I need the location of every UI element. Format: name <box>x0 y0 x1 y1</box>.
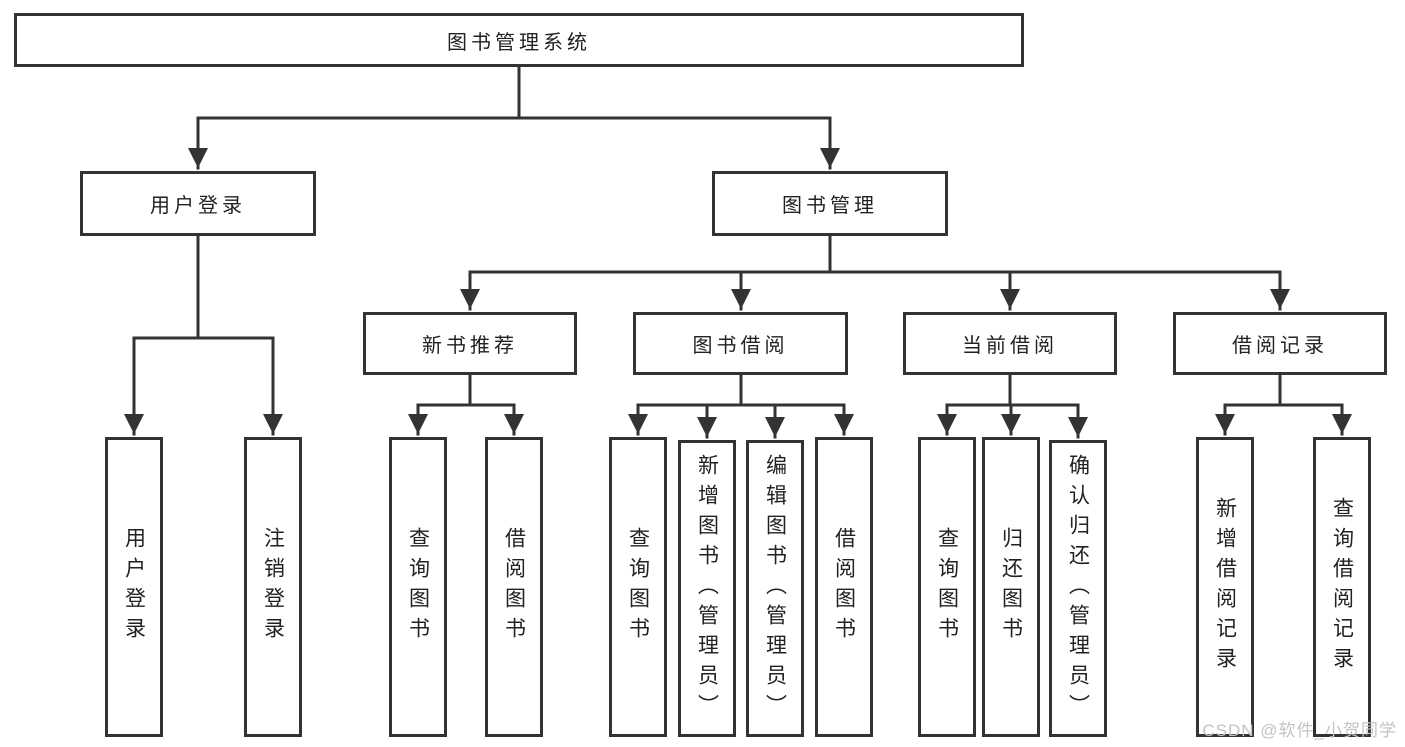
node-borrow-books-recommend: 借阅图书 <box>485 437 543 737</box>
node-logout-action: 注销登录 <box>244 437 302 737</box>
node-add-borrow-record: 新增借阅记录 <box>1196 437 1254 737</box>
node-book-borrowing: 图书借阅 <box>633 312 848 375</box>
connector-current-borrowing <box>937 373 1088 439</box>
connector-book-management <box>460 234 1290 311</box>
csdn-watermark: CSDN @软件_小贺同学 <box>1202 721 1397 740</box>
node-return-books: 归还图书 <box>982 437 1040 737</box>
node-current-borrowing: 当前借阅 <box>903 312 1117 375</box>
node-borrow-books-borrowing: 借阅图书 <box>815 437 873 737</box>
node-query-books-borrowing: 查询图书 <box>609 437 667 737</box>
node-borrowing-records: 借阅记录 <box>1173 312 1387 375</box>
connector-root <box>188 65 840 170</box>
node-query-borrow-record: 查询借阅记录 <box>1313 437 1371 737</box>
node-user-login: 用户登录 <box>80 171 316 236</box>
node-user-login-action: 用户登录 <box>105 437 163 737</box>
node-query-books-recommend: 查询图书 <box>389 437 447 737</box>
node-new-book-recommendation: 新书推荐 <box>363 312 577 375</box>
node-confirm-return-admin: 确认归还（管理员） <box>1049 440 1107 737</box>
node-edit-book-admin: 编辑图书（管理员） <box>746 440 804 737</box>
node-library-management-system: 图书管理系统 <box>14 13 1024 67</box>
connector-borrowing-records <box>1215 373 1352 436</box>
connector-user-login <box>124 234 283 436</box>
connector-new-book-recommendation <box>408 373 524 436</box>
node-query-books-current: 查询图书 <box>918 437 976 737</box>
node-book-management: 图书管理 <box>712 171 948 236</box>
node-add-book-admin: 新增图书（管理员） <box>678 440 736 737</box>
connector-book-borrowing <box>628 373 854 439</box>
